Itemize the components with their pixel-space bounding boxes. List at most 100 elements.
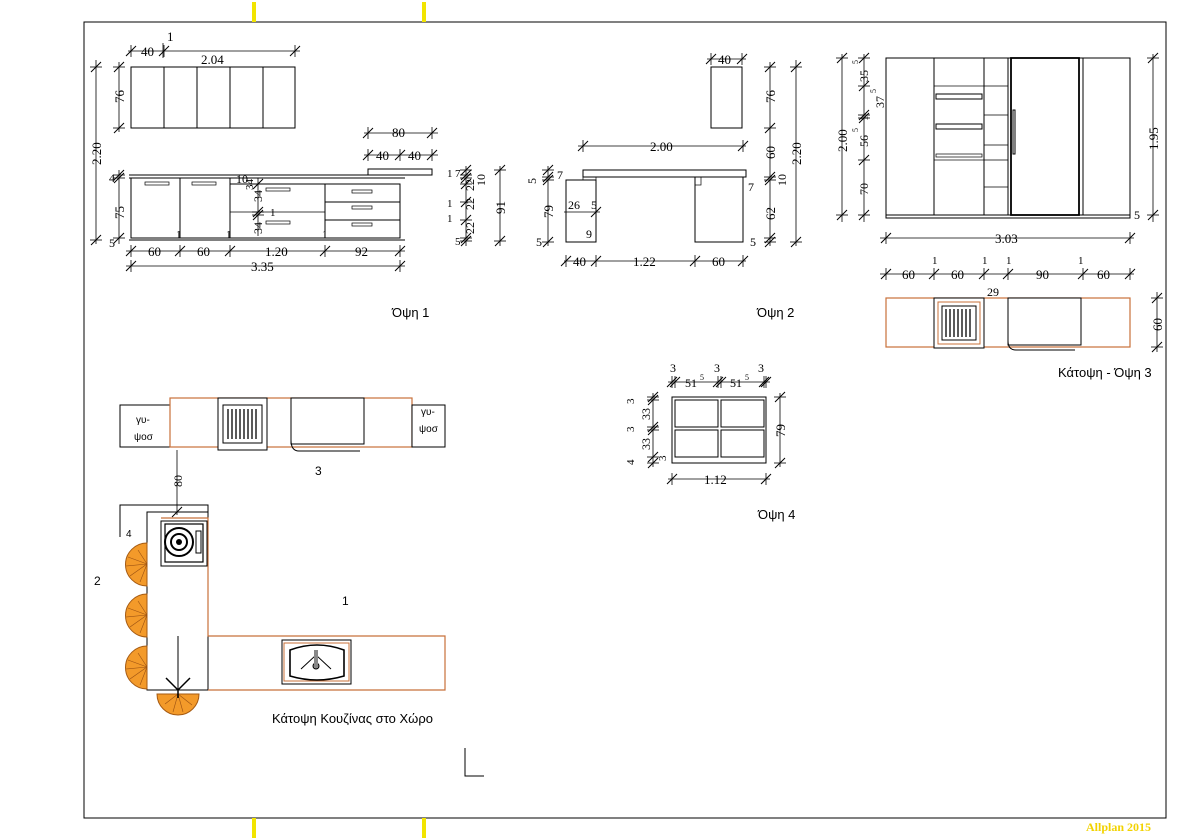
dim-v3-56-sup: 5 <box>851 128 860 132</box>
label-3: 3 <box>315 464 322 478</box>
fridge-icon <box>1010 57 1080 216</box>
dim-v2-9: 9 <box>586 227 592 241</box>
dim-s-10: 10 <box>474 174 488 186</box>
dim-p-1b: 1 <box>982 255 988 267</box>
gypsum-label-left-1: γυ- <box>136 415 150 426</box>
dim-v4-1-12: 1.12 <box>704 472 727 487</box>
dim-v4-3a: 3 <box>670 361 676 375</box>
dim-2-20: 2.20 <box>89 142 104 165</box>
dim-40-b: 40 <box>408 148 421 163</box>
dim-v4-51b-sup: 5 <box>745 373 749 382</box>
dim-s-22c: 22 <box>463 222 477 234</box>
dim-34-a: 34 <box>251 190 265 202</box>
dim-p-1d: 1 <box>1078 255 1084 267</box>
view2-dimensions: 40 76 60 62 7 10 5 2.20 2.00 5 7 79 26 5 <box>525 52 804 269</box>
dim-34-c: 34 <box>251 222 265 234</box>
dim-p-1a: 1 <box>932 255 938 267</box>
dim-s-1c: 1 <box>447 213 453 225</box>
counter-side-elevation <box>565 169 747 243</box>
oven-icon <box>222 404 263 444</box>
label-2: 2 <box>94 574 101 588</box>
dim-v2-1-22: 1.22 <box>633 254 656 269</box>
dim-p-60d: 60 <box>1150 318 1165 331</box>
dim-s-22a: 22 <box>463 179 477 191</box>
dim-s-91: 91 <box>493 201 508 214</box>
dim-v4-l33a: 33 <box>639 408 653 420</box>
gypsum-label-left-2: ψοσ <box>134 432 154 443</box>
cooktop-icon <box>160 520 208 567</box>
dim-s-1a: 1 <box>447 168 453 180</box>
dim-4: 4 <box>109 171 115 185</box>
tall-unit-elevation <box>885 57 1131 219</box>
view-1-title: Όψη 1 <box>391 305 429 320</box>
label-1: 1 <box>342 594 349 608</box>
dim-v4-51b: 51 <box>730 376 742 390</box>
dim-v3-70: 70 <box>857 183 871 195</box>
stool-icon <box>125 645 148 690</box>
upper-cabinets <box>130 66 296 129</box>
dim-1-m1: 1 <box>176 229 182 241</box>
dim-v2-7-b: 7 <box>748 180 754 194</box>
dim-v2-26: 26 <box>568 198 580 212</box>
dim-76: 76 <box>112 90 127 104</box>
watermark: Allplan 2015 <box>1086 820 1151 834</box>
stool-icon <box>156 677 200 716</box>
fridge-icon <box>290 397 365 445</box>
dim-v2-40: 40 <box>573 254 586 269</box>
dim-2-04: 2.04 <box>201 52 224 67</box>
dim-v2-60-b: 60 <box>712 254 725 269</box>
plan-title: Κάτοψη Κουζίνας στο Χώρο <box>272 711 433 726</box>
dim-80: 80 <box>392 125 405 140</box>
dim-34-b: 34 <box>244 179 256 191</box>
dim-v2-10: 10 <box>775 174 789 186</box>
view-2-title: Όψη 2 <box>756 305 794 320</box>
dim-v2-5: 5 <box>525 178 539 184</box>
elevation-view-2: 40 76 60 62 7 10 5 2.20 2.00 5 7 79 26 5 <box>525 52 804 320</box>
dim-5: 5 <box>109 236 115 250</box>
dim-60-b: 60 <box>197 244 210 259</box>
dim-40-a: 40 <box>376 148 389 163</box>
dim-v3-56: 56 <box>857 135 871 147</box>
dim-3-35: 3.35 <box>251 259 274 274</box>
fridge-icon <box>1007 297 1082 346</box>
dim-v2-79: 79 <box>541 205 556 218</box>
dim-v3-37: 37 <box>873 96 887 108</box>
dim-p-90: 90 <box>1036 267 1049 282</box>
gypsum-label-right-1: γυ- <box>421 407 435 418</box>
dim-s-5: 5 <box>455 236 461 248</box>
dim-v4-3c: 3 <box>758 361 764 375</box>
dim-s-22b: 22 <box>463 198 477 210</box>
dim-v4-l4: 4 <box>625 459 637 465</box>
dim-1-b: 1 <box>270 207 276 219</box>
view-3-title: Κάτοψη - Όψη 3 <box>1058 365 1152 380</box>
dim-v4-l33b: 33 <box>639 438 653 450</box>
elevation-view-1: 1 40 2.04 76 2.20 4 7 5 5 10 34 34 1 34 1 <box>89 29 508 320</box>
wall-cabinet-side <box>710 66 743 129</box>
view3-plan-counter <box>885 297 1131 351</box>
dim-v2-76: 76 <box>763 90 778 104</box>
dim-v3-1: 1 <box>859 116 871 122</box>
dim-v4-l3a: 3 <box>625 398 637 404</box>
dim-v2-5-d: 5 <box>750 235 756 249</box>
dim-s-7: 7 <box>455 168 461 180</box>
dim-p-1c: 1 <box>1006 255 1012 267</box>
kitchen-floor-plan: γυ- ψοσ γυ- ψοσ 3 80 <box>94 397 446 726</box>
label-4: 4 <box>126 529 132 540</box>
view1-dimensions: 1 40 2.04 76 2.20 4 7 5 5 10 34 34 1 34 1 <box>89 29 508 274</box>
dim-v4-3b: 3 <box>714 361 720 375</box>
dim-v4-51a-sup: 5 <box>700 373 704 382</box>
dim-40: 40 <box>141 44 154 59</box>
gypsum-label-right-2: ψοσ <box>419 424 439 435</box>
dim-v2-5-c: 5 <box>536 235 542 249</box>
dim-v4-l3c: 3 <box>657 455 669 461</box>
dim-v2-7-a: 7 <box>557 168 563 182</box>
dim-p-29: 29 <box>987 285 999 299</box>
sink-icon <box>281 639 352 685</box>
view-4-title: Όψη 4 <box>757 507 795 522</box>
dim-1-20: 1.20 <box>265 244 288 259</box>
elevation-view-3: 35 5 37 5 1 56 5 70 2.00 1.95 5 3.03 1 1… <box>835 52 1165 380</box>
dim-plan-80: 80 <box>171 475 185 487</box>
dim-v2-2-20: 2.20 <box>789 142 804 165</box>
dim-v2-2-00: 2.00 <box>650 139 673 154</box>
dim-v2-40-top: 40 <box>718 52 731 67</box>
